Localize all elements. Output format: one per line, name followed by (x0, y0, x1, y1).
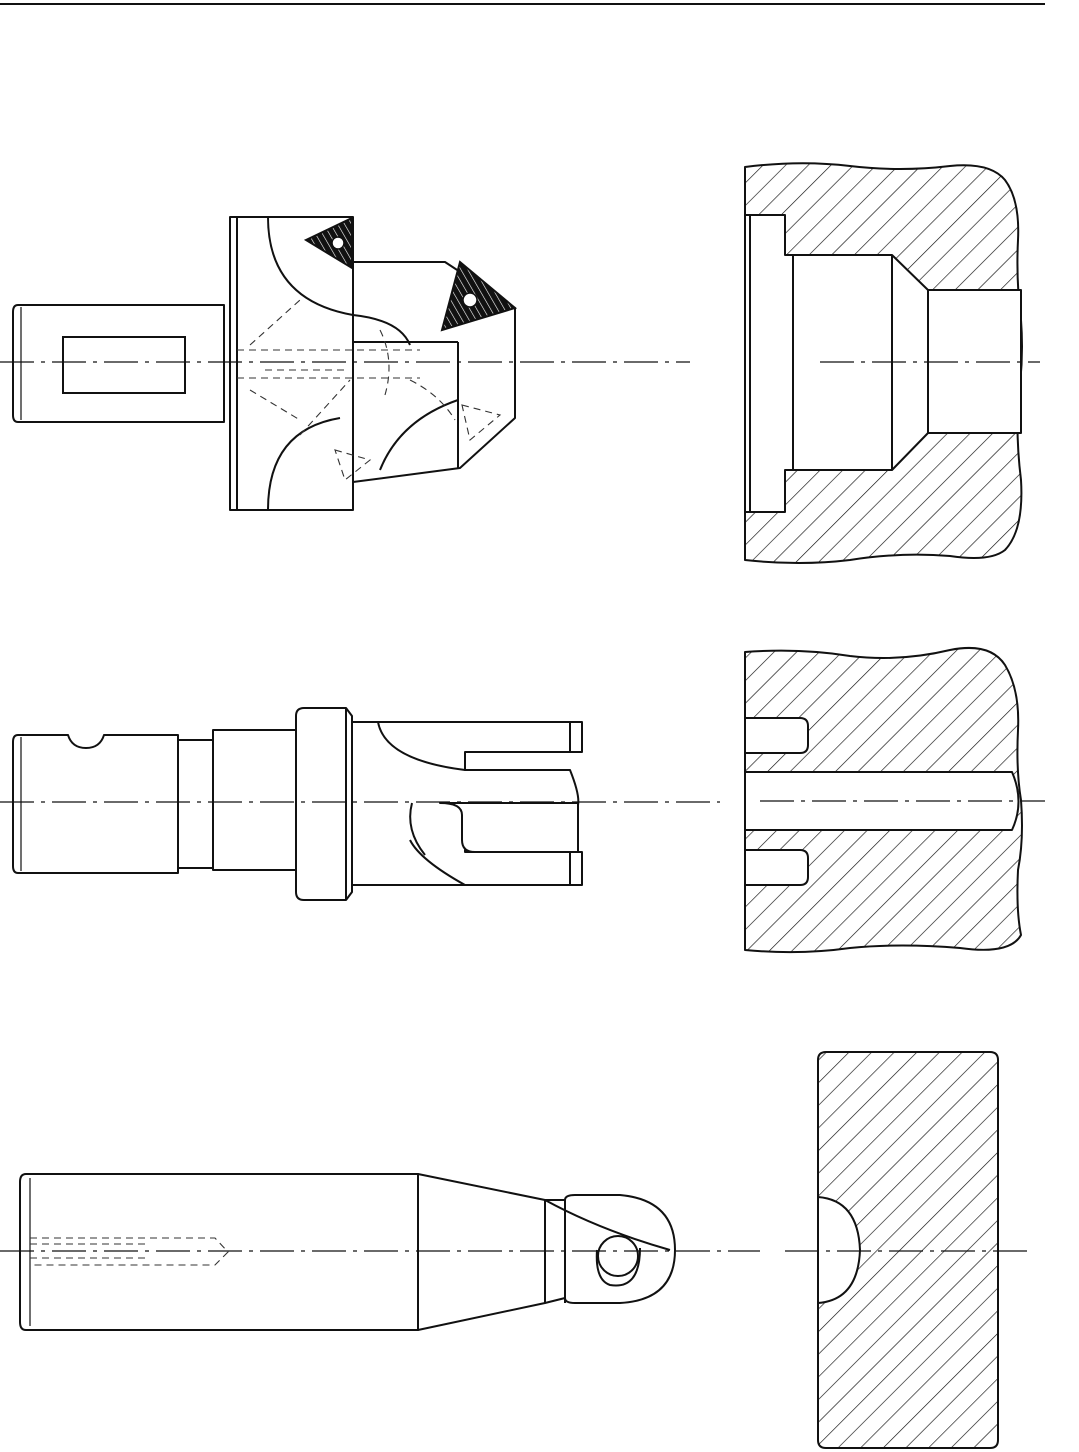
row-2-shank (13, 735, 178, 873)
row-2-neck (178, 740, 213, 868)
row-2-workpiece-groove-top (745, 718, 808, 753)
row-2-tool (13, 708, 582, 900)
row-1-tool (13, 217, 515, 510)
row-2-workpiece (745, 648, 1022, 952)
row-2-fork-lower (570, 852, 582, 885)
row-3-shank (20, 1174, 418, 1330)
row-3-tool (20, 1174, 675, 1330)
row-3-workpiece (818, 1052, 998, 1448)
row-1-workpiece (745, 163, 1022, 563)
row-2-flange (296, 708, 352, 900)
row-2-fork-upper (570, 722, 582, 752)
row-2-workpiece-groove-bottom (745, 850, 808, 885)
row-2-collar (213, 730, 296, 870)
row-1-body (230, 217, 353, 510)
row-1-shank (13, 305, 224, 422)
row-3-taper (418, 1174, 545, 1330)
